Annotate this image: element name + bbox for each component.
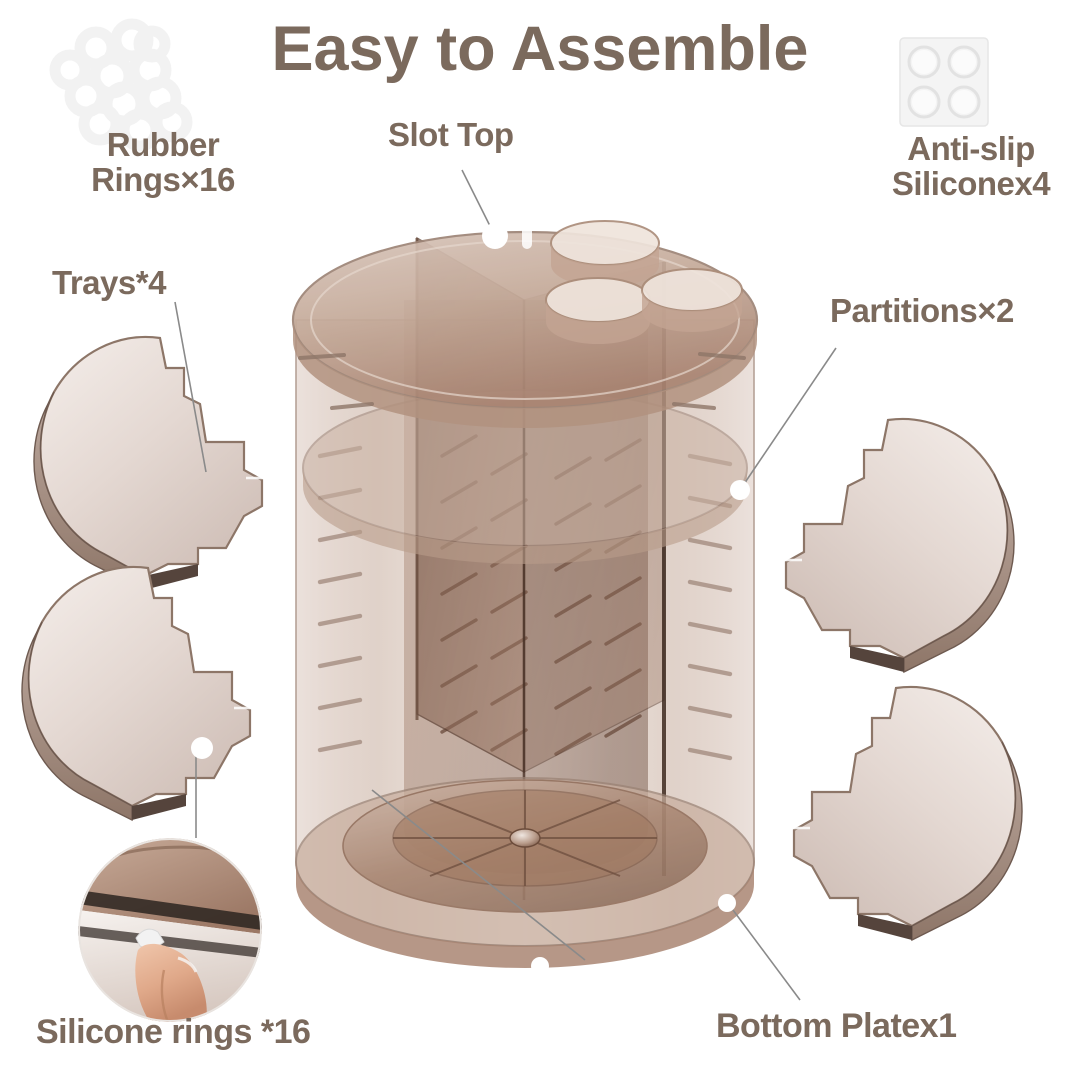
tray-piece-right-lower [792, 685, 1023, 942]
label-rubber-rings: Rubber Rings×16 [91, 126, 235, 198]
label-bottom-plate: Bottom Platex1 [716, 1007, 957, 1045]
tray-piece-left-lower [21, 565, 252, 822]
slot-top-slots [522, 223, 532, 249]
slot-top-cup-holes [545, 220, 743, 344]
callout-dot-partitions [730, 480, 750, 500]
label-slot-top: Slot Top [388, 116, 514, 153]
silicone-ring-closeup-photo [78, 838, 262, 1022]
callout-line-bottom-plate-2 [371, 789, 586, 961]
page-title: Easy to Assemble [271, 14, 809, 84]
callout-line-trays [174, 301, 207, 473]
callout-line-partitions [741, 347, 837, 488]
callout-dot-trays [191, 737, 213, 759]
callout-dot-bottom-plate-2 [531, 957, 549, 975]
slot-top-rim [293, 320, 757, 428]
tray-piece-right-upper [784, 417, 1015, 674]
label-anti-slip-silicone: Anti-slip Siliconex4 [891, 130, 1051, 202]
silicone-pad-icon [899, 37, 989, 127]
callout-dots [191, 223, 750, 975]
mid-tray-shelf-rim [303, 468, 747, 564]
rotating-base-hub [509, 828, 541, 848]
callout-dot-slot-top [482, 223, 508, 249]
callout-line-bottom-plate [729, 905, 801, 1001]
bottom-plate-rim [296, 862, 754, 968]
slot-top-edge-notches [298, 352, 746, 410]
tray-piece-left-upper [33, 335, 264, 592]
label-silicone-rings: Silicone rings *16 [36, 1013, 311, 1051]
rings-cluster-icon [49, 18, 193, 152]
label-trays: Trays*4 [52, 264, 166, 301]
label-partitions: Partitions×2 [830, 292, 1014, 329]
organizer-assembly [291, 220, 759, 968]
callout-dot-bottom-plate [718, 894, 736, 912]
